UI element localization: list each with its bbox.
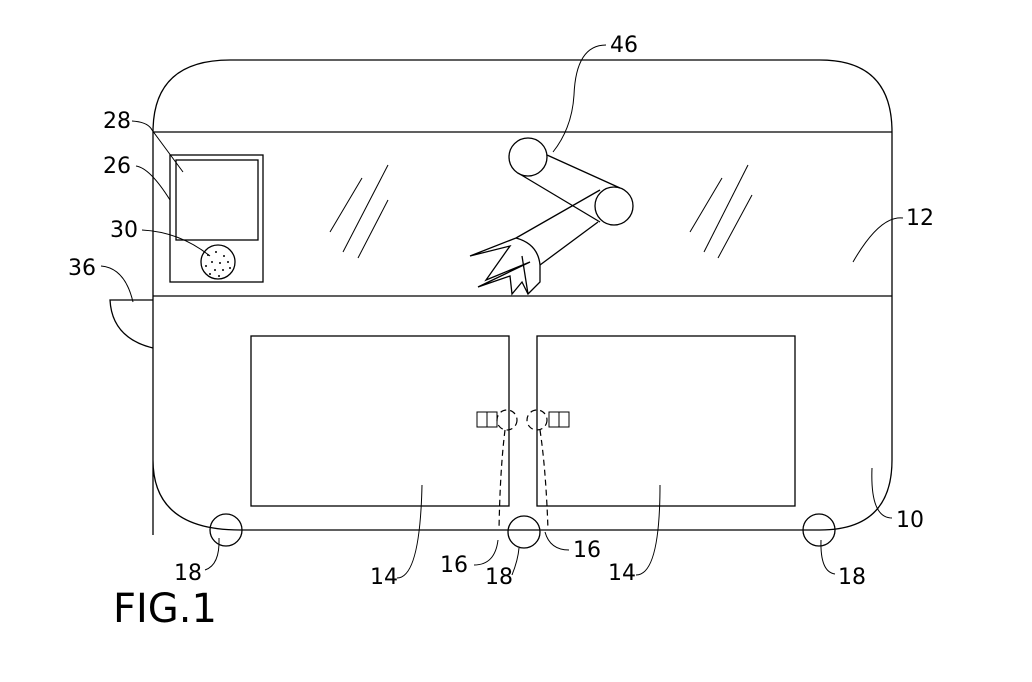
label-wheel-middle: 18 — [485, 565, 513, 590]
label-side-handle: 36 — [68, 256, 96, 281]
door-right — [536, 335, 796, 507]
label-window: 12 — [906, 206, 934, 231]
label-door-right: 14 — [608, 561, 636, 586]
label-door-left: 14 — [370, 565, 398, 590]
leader-lines — [100, 44, 904, 579]
wheel-middle — [507, 515, 541, 549]
label-robot-arm: 46 — [610, 33, 638, 58]
wheel-left — [209, 513, 243, 547]
window-glass-reflections — [329, 164, 753, 259]
label-hinge-left: 16 — [440, 553, 468, 578]
control-panel-screen — [175, 159, 259, 241]
wheel-right — [802, 513, 836, 547]
sensor-dots — [205, 251, 231, 277]
label-panel-screen: 28 — [103, 109, 131, 134]
side-handle — [109, 299, 154, 349]
control-panel-sensor — [200, 244, 236, 280]
label-wheel-left: 18 — [174, 561, 202, 586]
label-wheel-right: 18 — [838, 565, 866, 590]
label-panel-frame: 26 — [103, 154, 131, 179]
hinge-left-path — [498, 429, 506, 531]
robot-arm — [469, 137, 634, 296]
label-cabinet: 10 — [896, 508, 924, 533]
door-handles — [476, 409, 570, 431]
cabinet-outline — [152, 59, 893, 535]
label-panel-sensor: 30 — [110, 218, 138, 243]
figure-caption: FIG.1 — [113, 586, 217, 632]
label-hinge-right: 16 — [573, 538, 601, 563]
door-left — [250, 335, 510, 507]
control-panel-frame — [169, 154, 264, 283]
hinge-right-path — [539, 429, 549, 531]
